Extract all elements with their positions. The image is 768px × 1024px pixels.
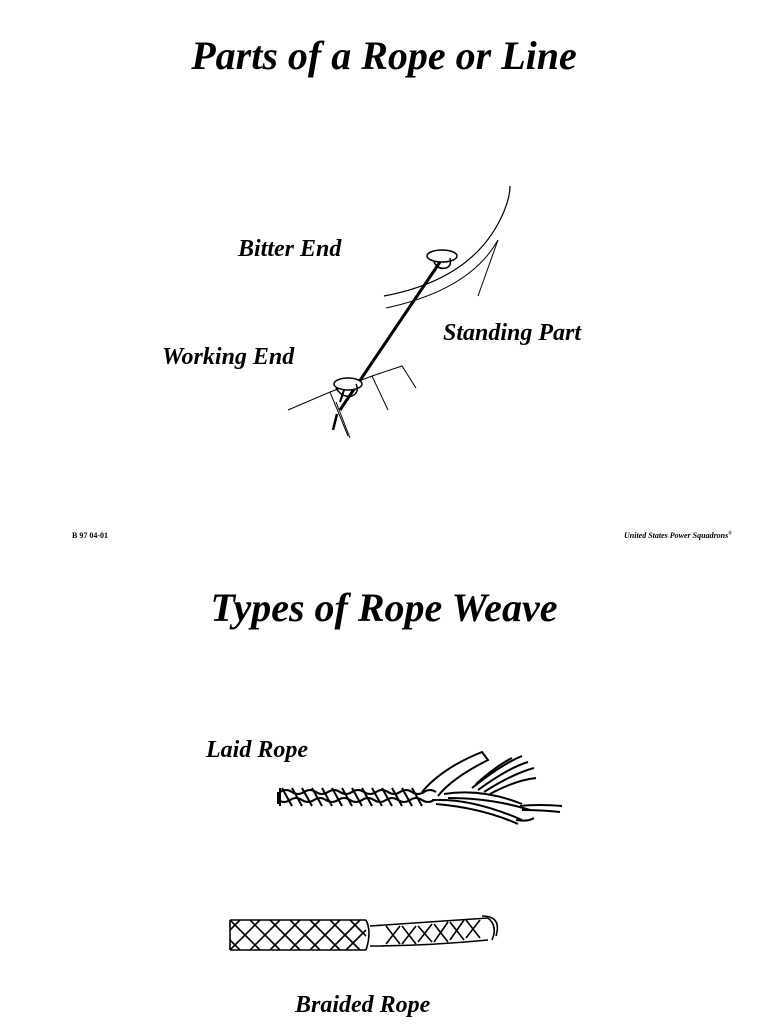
laid-rope-illustration — [277, 750, 563, 825]
braided-rope-illustration — [229, 915, 499, 951]
label-working-end: Working End — [162, 344, 295, 370]
footer-code: B 97 04-01 — [72, 531, 108, 540]
label-laid-rope: Laid Rope — [206, 737, 308, 763]
rope-parts-illustration — [287, 185, 511, 439]
footer-organization: United States Power Squadrons® — [624, 531, 732, 540]
label-braided-rope: Braided Rope — [295, 992, 431, 1018]
label-standing-part: Standing Part — [443, 320, 582, 346]
slide-rope-weave: Types of Rope Weave Laid Rope — [0, 560, 768, 1024]
label-bitter-end: Bitter End — [238, 236, 342, 262]
slide-title: Types of Rope Weave — [210, 585, 558, 630]
footer-organization-name: United States Power Squadrons — [624, 531, 729, 540]
registered-mark: ® — [728, 531, 732, 537]
slide-title: Parts of a Rope or Line — [191, 33, 577, 78]
slide-parts-of-rope: Parts of a Rope or Line Bitter End Stand… — [72, 33, 732, 541]
